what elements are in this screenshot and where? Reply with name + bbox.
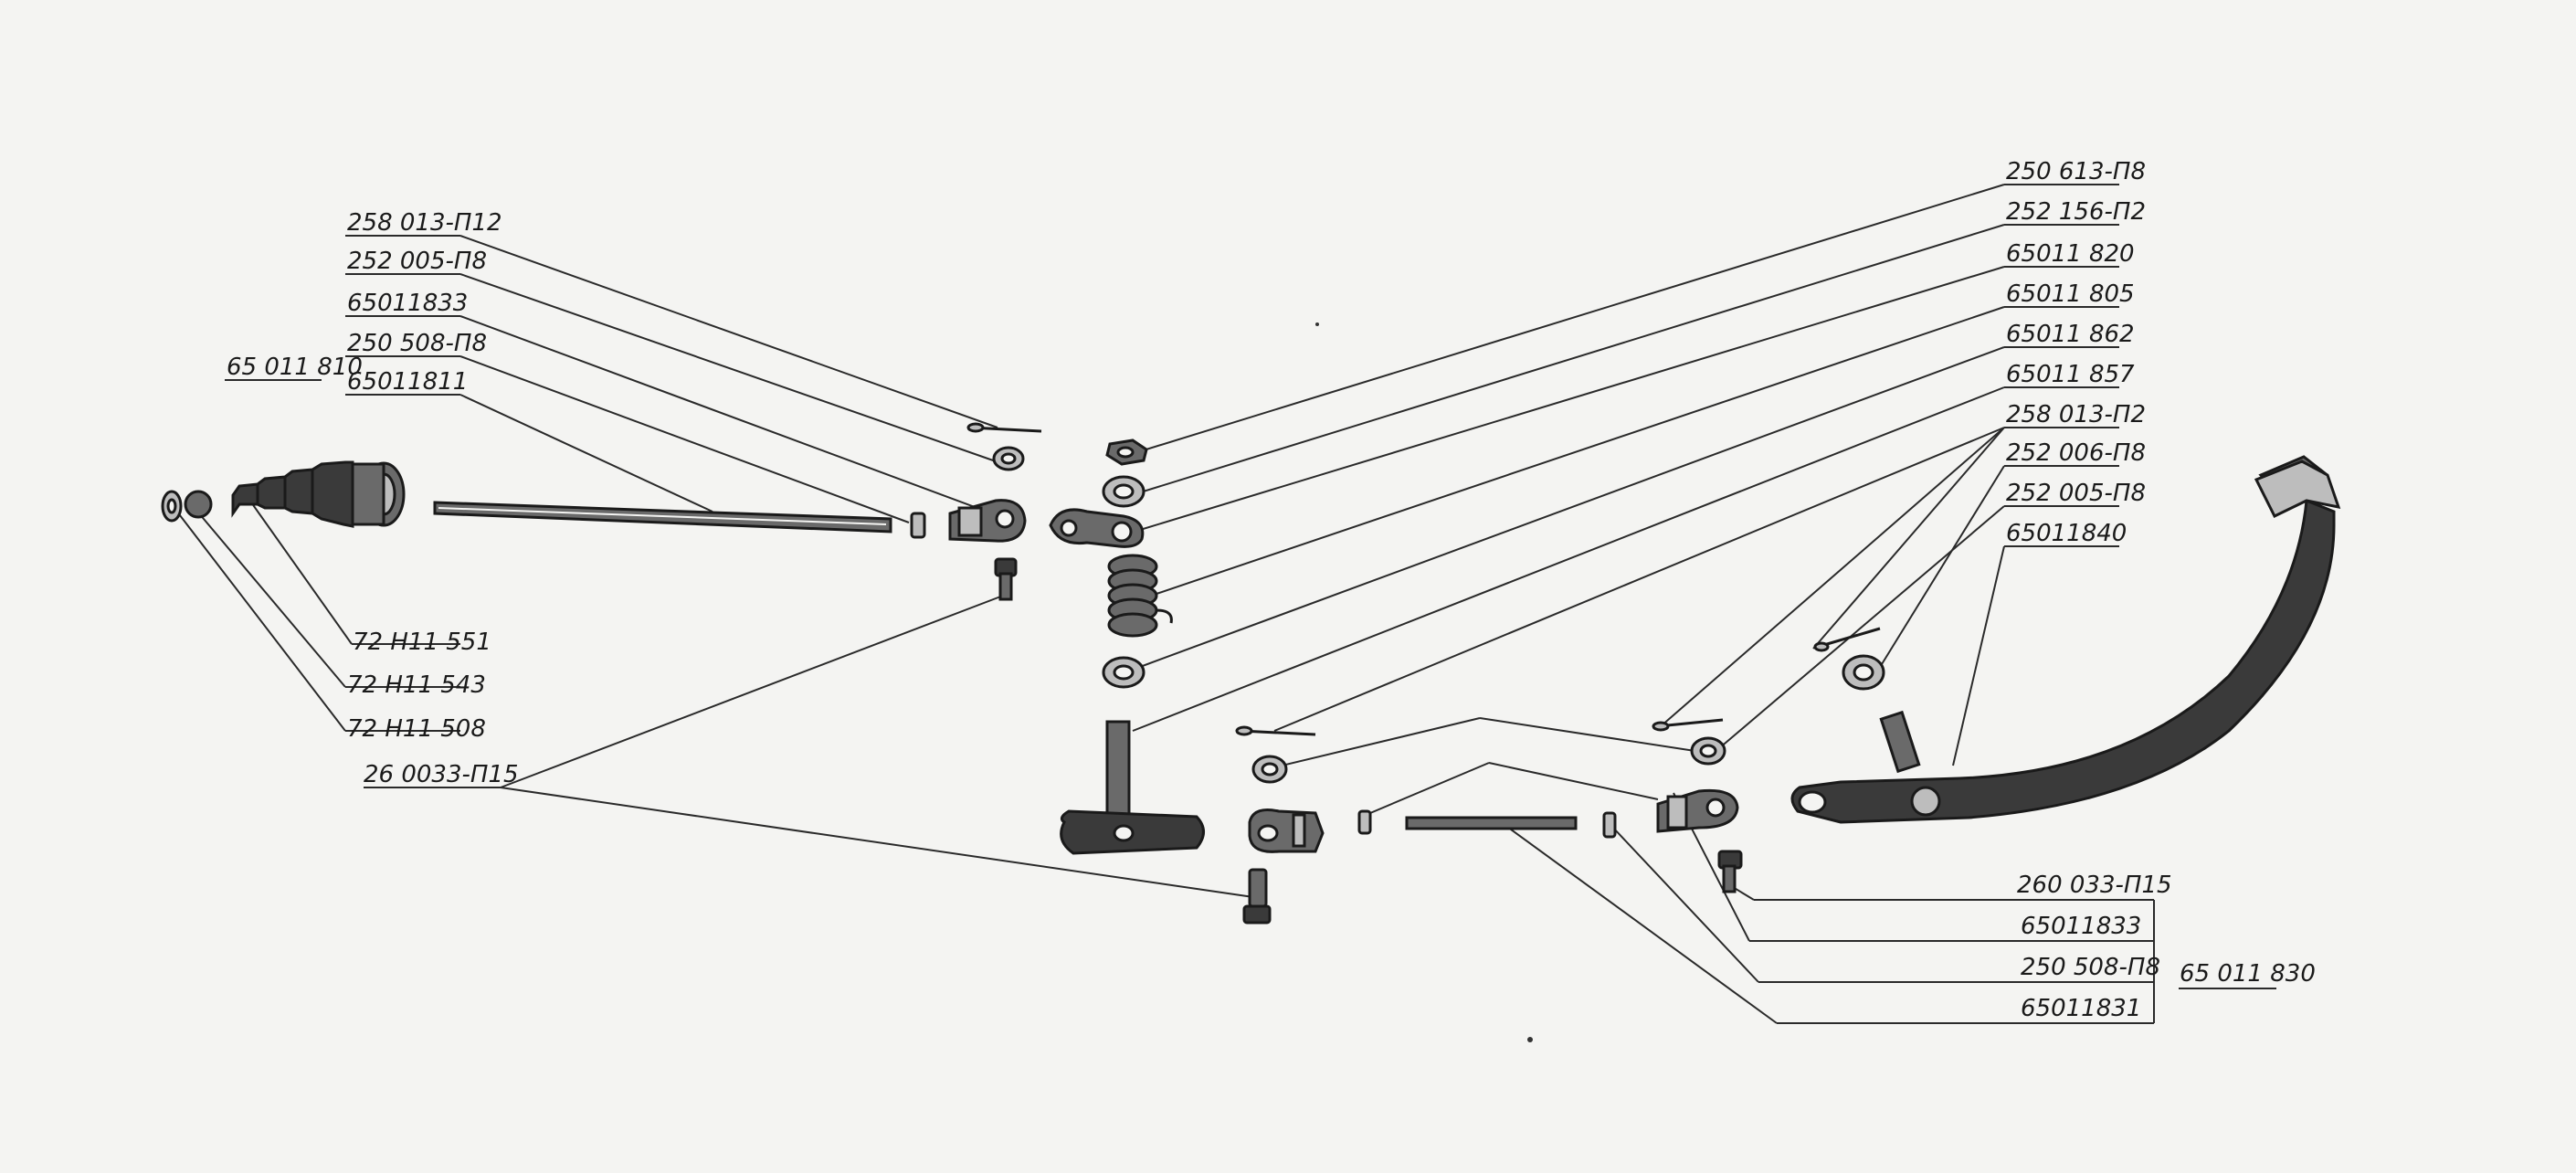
label-250508-p8-right: 250 508-П8 xyxy=(2021,954,2160,981)
label-252005-p8-left: 252 005-П8 xyxy=(347,248,487,275)
fork-65011833-middle xyxy=(1248,808,1325,853)
label-65011833-right: 65011833 xyxy=(2021,913,2141,940)
pedal-65011840 xyxy=(1790,455,2341,824)
label-65011862: 65011 862 xyxy=(2006,321,2135,348)
rod-65011811 xyxy=(433,501,892,534)
label-65011805: 65011 805 xyxy=(2006,280,2135,308)
leader-lines xyxy=(173,184,2276,1024)
parts xyxy=(161,322,2341,1042)
label-252006-p8: 252 006-П8 xyxy=(2006,439,2146,467)
label-72h11543: 72 Н11 543 xyxy=(347,671,486,699)
cotter-pin-258013-right xyxy=(1652,718,1724,732)
nut-250613 xyxy=(1105,439,1148,466)
fork-65011833-right xyxy=(1656,788,1739,833)
dot-mark xyxy=(1315,322,1319,326)
label-260033-p15-left: 26 0033-П15 xyxy=(364,761,519,788)
label-65011811: 65011811 xyxy=(347,368,468,396)
label-258013-p12-left: 258 013-П12 xyxy=(347,209,502,237)
label-65011810: 65 011 810 xyxy=(227,354,363,381)
cotter-pin-258013-middle xyxy=(1235,725,1316,736)
washer-252006-right xyxy=(1690,736,1726,766)
labels: 258 013-П12 252 005-П8 65011833 250 508-… xyxy=(227,158,2316,1022)
fork-65011833-left xyxy=(948,499,1027,543)
bolt-260033-bottom xyxy=(1242,868,1272,925)
washer-252005-left xyxy=(992,446,1025,471)
shaft-65011857 xyxy=(1060,720,1205,855)
label-72h11551: 72 Н11 551 xyxy=(353,629,491,656)
label-250508-p8-left: 250 508-П8 xyxy=(347,330,487,357)
label-252005-p8-right: 252 005-П8 xyxy=(2006,480,2146,507)
rubber-grip-72h11551 xyxy=(231,460,406,528)
rod-65011831 xyxy=(1405,816,1578,830)
label-65011830: 65 011 830 xyxy=(2180,960,2316,988)
dot-mark xyxy=(1527,1037,1533,1042)
label-65011831: 65011831 xyxy=(2021,995,2141,1022)
washer-252156 xyxy=(1102,475,1145,508)
washer-252006-middle xyxy=(1251,755,1288,784)
pin-250508-middle xyxy=(1357,809,1372,835)
washer-72h11508 xyxy=(161,490,183,523)
ball-72h11543 xyxy=(184,490,213,519)
label-65011833-left: 65011833 xyxy=(347,290,468,317)
label-258013-p2: 258 013-П2 xyxy=(2006,401,2146,428)
label-252156-p2: 252 156-П2 xyxy=(2006,198,2146,226)
spring-65011805 xyxy=(1107,554,1173,638)
label-65011857: 65011 857 xyxy=(2006,361,2135,388)
pin-250508-left xyxy=(910,512,926,539)
cotter-pin-258013-upper-right xyxy=(1813,627,1881,652)
bolt-260033-left xyxy=(994,557,1018,601)
label-260033-p15-right: 260 033-П15 xyxy=(2017,872,2172,899)
label-72h11508: 72 Н11 508 xyxy=(347,715,486,743)
lever-65011820 xyxy=(1049,508,1145,548)
label-250613-p8: 250 613-П8 xyxy=(2006,158,2146,185)
washer-65011862 xyxy=(1102,656,1145,689)
label-65011820: 65011 820 xyxy=(2006,240,2135,268)
label-65011840: 65011840 xyxy=(2006,520,2127,547)
pin-250508-right xyxy=(1602,811,1617,839)
bolt-260033-right xyxy=(1717,850,1743,893)
cotter-pin-258013-left xyxy=(966,422,1042,433)
washer-252005-right xyxy=(1842,654,1885,691)
